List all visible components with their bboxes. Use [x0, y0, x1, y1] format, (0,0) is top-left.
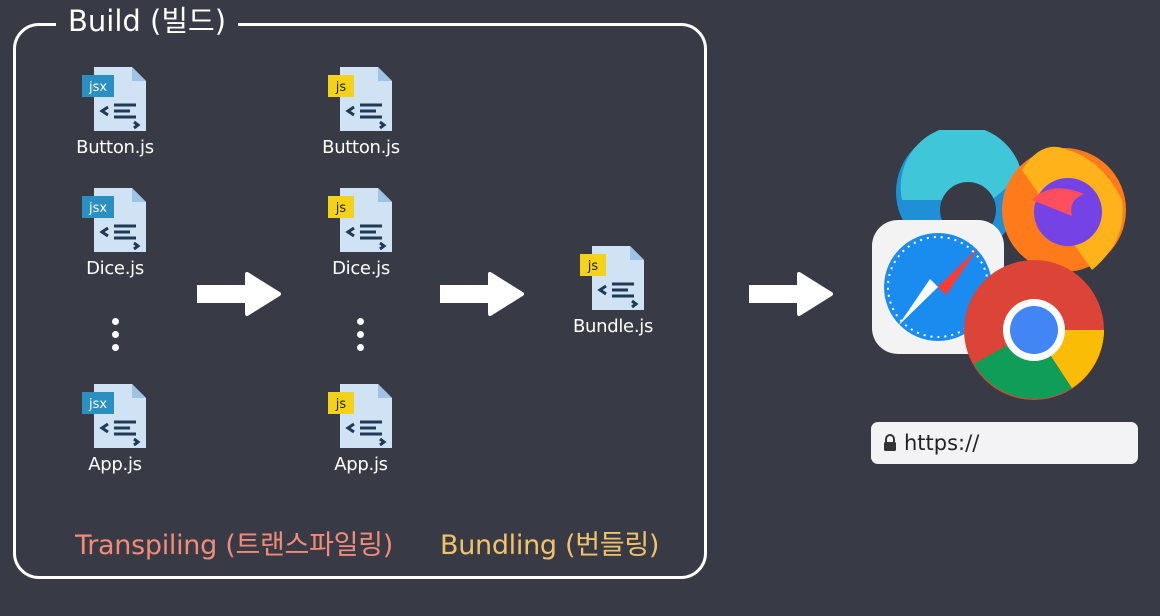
- file-name: Dice.js: [86, 258, 144, 279]
- file-name: Dice.js: [332, 258, 390, 279]
- address-bar[interactable]: https://: [871, 422, 1138, 464]
- arrow-right-icon: [749, 272, 833, 316]
- file-name: App.js: [88, 454, 142, 475]
- js-file-icon: js: [580, 246, 644, 310]
- browser-logos: [872, 130, 1126, 400]
- file-badge: js: [587, 259, 599, 274]
- lock-icon: [884, 434, 896, 451]
- file-badge: js: [335, 397, 347, 412]
- file-badge: jsx: [88, 80, 107, 95]
- file-badge: js: [335, 201, 347, 216]
- file-name: Button.js: [76, 137, 154, 158]
- bundle-file: js Bundle.js: [558, 244, 668, 337]
- file-item: jsx Button.js: [60, 65, 170, 158]
- js-file-icon: js: [328, 67, 392, 131]
- jsx-file-icon: jsx: [82, 384, 146, 448]
- ellipsis-dots: [112, 318, 120, 357]
- js-file-icon: js: [328, 188, 392, 252]
- chrome-icon: [964, 260, 1104, 400]
- file-name: App.js: [334, 454, 388, 475]
- file-item: jsx Dice.js: [60, 186, 170, 279]
- file-badge: jsx: [88, 201, 107, 216]
- file-item: js Button.js: [306, 65, 416, 158]
- file-badge: jsx: [88, 397, 107, 412]
- file-item: js App.js: [306, 382, 416, 475]
- arrow-right-icon: [440, 272, 524, 316]
- bundling-caption: Bundling (번들링): [440, 530, 660, 561]
- jsx-file-icon: jsx: [82, 67, 146, 131]
- build-title: Build (빌드): [56, 2, 239, 40]
- jsx-file-icon: jsx: [82, 188, 146, 252]
- arrow-right-icon: [197, 272, 281, 316]
- js-file-icon: js: [328, 384, 392, 448]
- file-badge: js: [335, 80, 347, 95]
- transpiling-caption: Transpiling (트랜스파일링): [75, 530, 393, 561]
- file-name: Bundle.js: [572, 316, 654, 337]
- address-bar-text: https://: [904, 431, 980, 455]
- build-box: [13, 23, 707, 579]
- file-item: jsx App.js: [60, 382, 170, 475]
- file-name: Button.js: [322, 137, 400, 158]
- file-item: js Dice.js: [306, 186, 416, 279]
- firefox-icon: [1002, 146, 1126, 272]
- ellipsis-dots: [357, 318, 365, 357]
